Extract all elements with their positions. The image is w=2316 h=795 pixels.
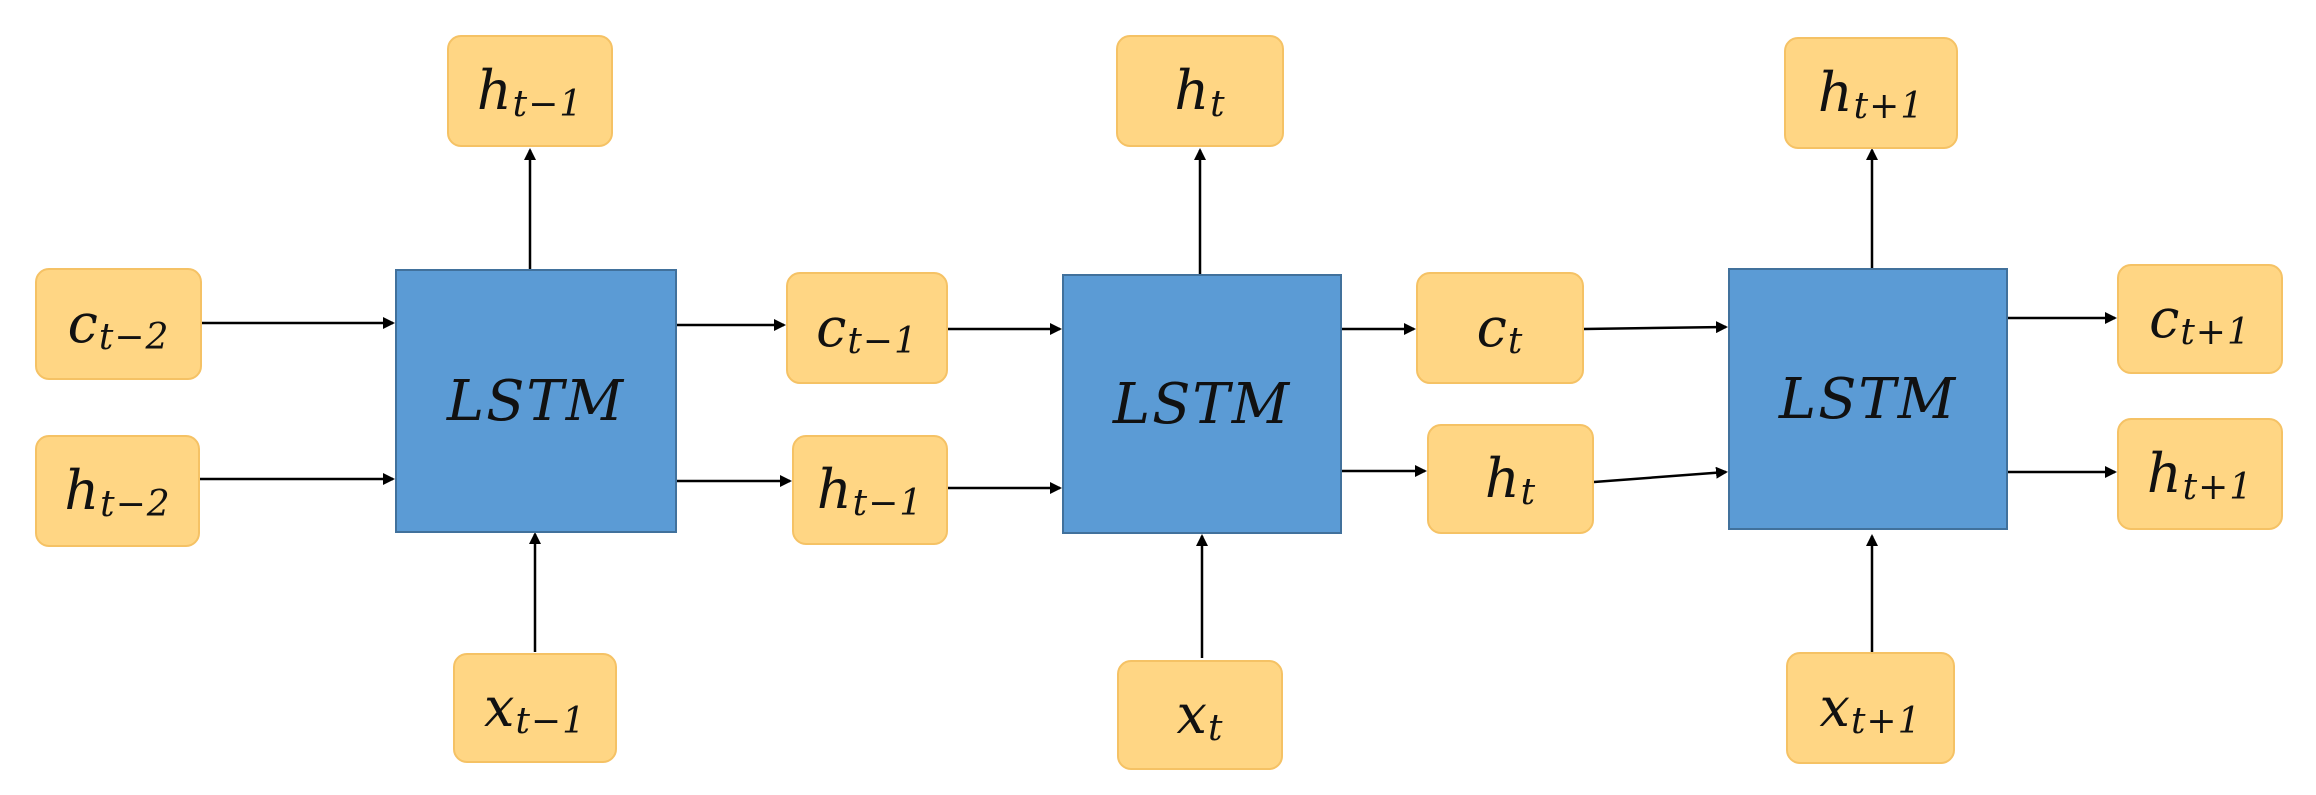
node-base: x — [1819, 676, 1850, 739]
node-base: h — [816, 458, 852, 521]
node-subscript: t−2 — [98, 317, 170, 358]
node-subscript: t+1 — [2180, 312, 2251, 353]
node-subscript: t+1 — [1853, 86, 1925, 127]
lstm-cell-2: LSTM — [1062, 274, 1342, 534]
node-base: c — [1476, 296, 1507, 359]
node-base: x — [1176, 683, 1207, 746]
node-subscript: t−1 — [512, 84, 584, 125]
node-subscript: t−1 — [515, 701, 586, 742]
lstm-cell-3: LSTM — [1728, 268, 2008, 530]
node-subscript: t−2 — [100, 484, 171, 525]
node-base: c — [2149, 287, 2180, 350]
node-base: h — [2146, 442, 2182, 505]
node-subscript: t−1 — [852, 483, 924, 524]
node-subscript: t — [1210, 84, 1226, 125]
node-subscript: t — [1520, 472, 1537, 513]
node-base: h — [1817, 61, 1853, 124]
node-base: h — [64, 459, 100, 522]
node-subscript: t — [1208, 708, 1224, 749]
arrow-c-in-3 — [1583, 321, 1728, 334]
node-base: h — [1484, 447, 1520, 510]
node-base: h — [476, 59, 512, 122]
node-base: h — [1174, 59, 1210, 122]
node-subscript: t−1 — [847, 321, 918, 362]
node-subscript: t+1 — [1850, 701, 1922, 742]
arrow-h-in-3 — [1593, 466, 1728, 484]
lstm-cell-1: LSTM — [395, 269, 677, 533]
node-subscript: t — [1507, 321, 1524, 362]
node-base: c — [67, 292, 98, 355]
node-base: c — [816, 296, 847, 359]
node-base: x — [483, 676, 515, 739]
node-subscript: t+1 — [2182, 467, 2254, 508]
